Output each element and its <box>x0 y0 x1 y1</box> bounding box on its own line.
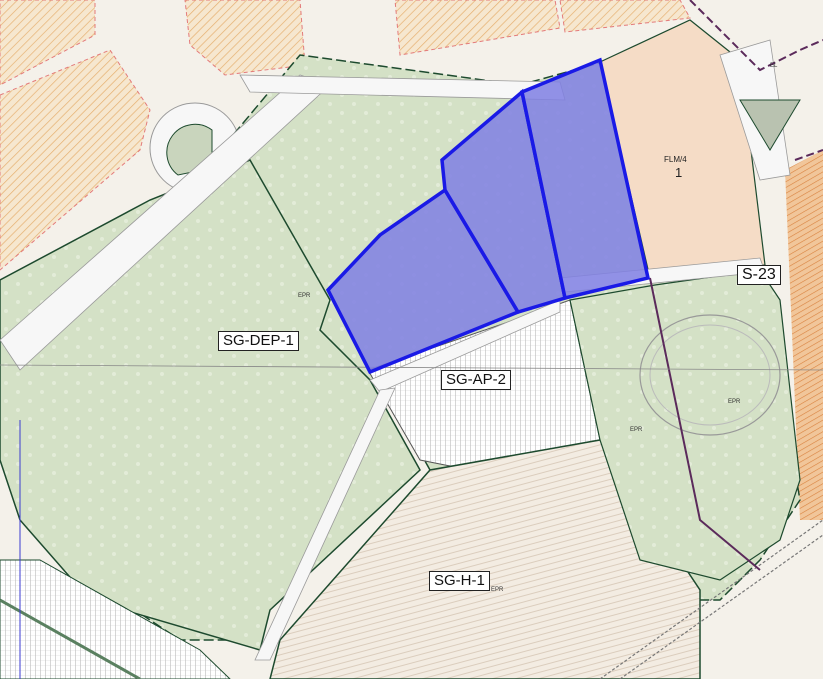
epr-label-bottom: EPR <box>491 587 504 593</box>
municipal-boundary-right <box>649 277 761 571</box>
sports-track <box>639 314 781 436</box>
epr-label-left: EPR <box>298 293 311 299</box>
residential-block-topleft-2 <box>0 49 151 271</box>
selected-parcel-3[interactable] <box>519 57 651 301</box>
flm-code: FLM/4 <box>664 155 687 164</box>
municipal-boundary-right-top <box>794 149 823 161</box>
selected-parcels[interactable] <box>325 57 651 375</box>
residential-block-top-3 <box>559 0 691 33</box>
hospital-zone-sg-h-1 <box>269 439 701 679</box>
rail-line-right-2 <box>619 534 823 679</box>
grid-line <box>0 364 823 371</box>
railway-strip <box>0 559 231 679</box>
epr-label-right: EPR <box>728 399 741 405</box>
epr-label-mid: EPR <box>630 427 643 433</box>
zone-label-sg-h-1: SG-H-1 <box>429 571 490 591</box>
residential-block-topleft-1 <box>0 0 96 86</box>
zone-label-sg-ap-2: SG-AP-2 <box>441 370 512 390</box>
flm-code-label: FLM/4 <box>664 155 687 164</box>
road-south <box>254 387 396 661</box>
el-label-right: EL <box>770 63 778 69</box>
rail-line-right <box>599 519 823 679</box>
zone-label-s-23: S-23 <box>737 265 781 285</box>
zone-label-sg-dep-1: SG-DEP-1 <box>218 331 299 351</box>
residential-block-top-2 <box>394 0 561 56</box>
rail-line <box>0 598 141 679</box>
road-mid <box>369 299 561 393</box>
triangle-island <box>739 99 801 151</box>
municipal-boundary-top <box>689 0 823 72</box>
residential-block-top-1 <box>184 0 306 76</box>
flm-number-label: 1 <box>675 165 683 180</box>
residential-block-right <box>785 150 823 520</box>
sports-track-inner <box>649 324 771 426</box>
